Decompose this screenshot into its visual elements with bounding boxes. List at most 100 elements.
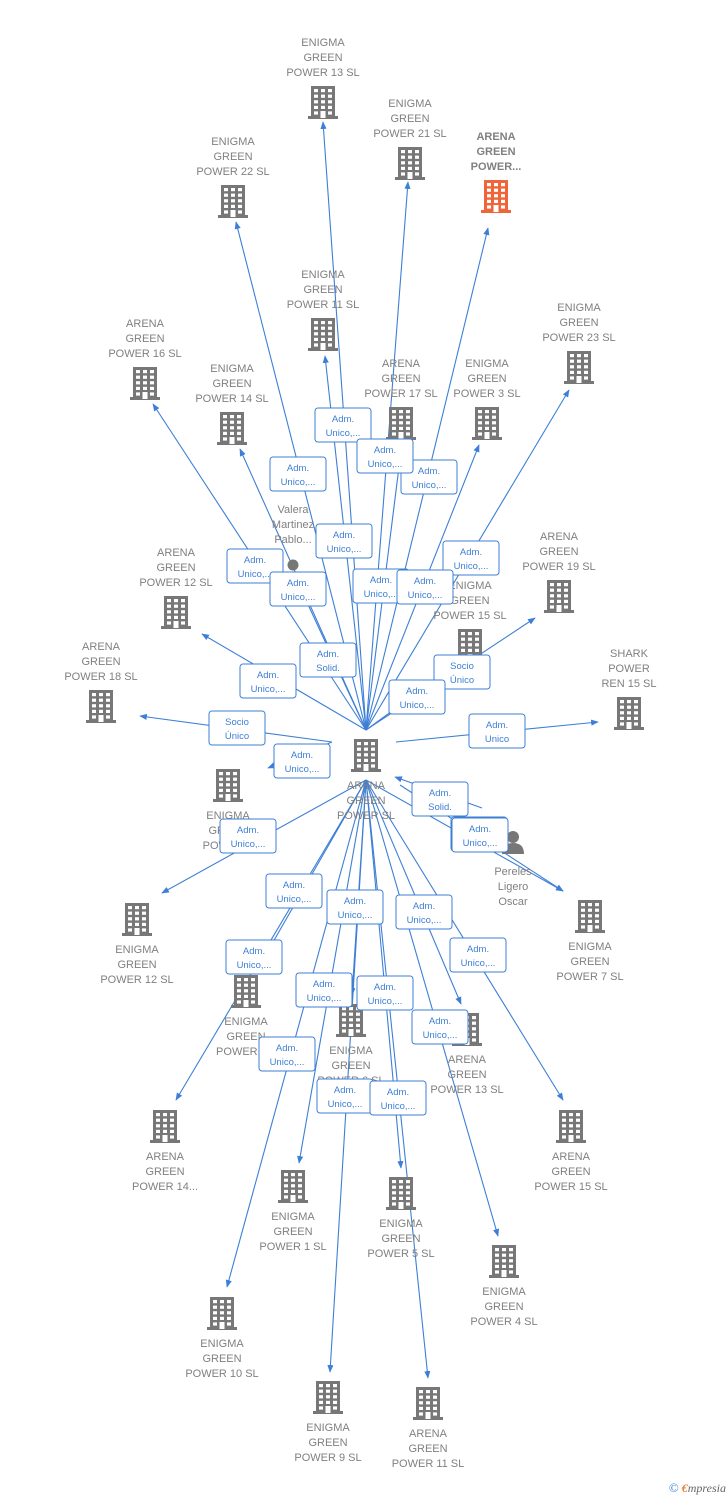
edge-label-adm-unico[interactable]: Adm.Unico,...: [411, 1009, 469, 1045]
building-window: [501, 183, 505, 187]
node-arena-green-power[interactable]: ARENAGREENPOWER...: [471, 131, 522, 213]
building-window: [406, 421, 410, 425]
edge-label-adm-unico[interactable]: Adm.Unico,...: [295, 972, 353, 1008]
edge-label-adm-unico[interactable]: Adm.Unico,...: [356, 975, 414, 1011]
edge-label-adm-unico[interactable]: Adm.Unico,...: [449, 937, 507, 973]
building-window: [163, 1118, 167, 1122]
building-door: [398, 432, 404, 439]
node-label-line: POWER 14...: [132, 1181, 198, 1193]
building-window: [509, 1259, 513, 1263]
edge-label-adm-unico[interactable]: Adm.Unico,...: [316, 1078, 374, 1114]
edge-label-adm-unico[interactable]: Adm.Unico,...: [396, 569, 454, 605]
edge-label-adm-unico[interactable]: Adm.Unico,...: [239, 663, 297, 699]
edge-label-adm-unico[interactable]: Adm.Unico,...: [315, 523, 373, 559]
edge-label-adm-unico[interactable]: Adm.Unico,...: [451, 817, 509, 853]
edge-label-adm-unico[interactable]: Adm.Unico,...: [356, 438, 414, 474]
building-window: [314, 332, 318, 336]
building-window: [291, 1178, 295, 1182]
edge-label-adm-unico[interactable]: Adm.Unico,...: [369, 1080, 427, 1116]
edge-label-adm-unico[interactable]: Adm.Unico,...: [269, 456, 327, 492]
edge-label-text: Unico,...: [328, 1099, 363, 1110]
node-valera-martinez-pablo[interactable]: ValeraMartinezPablo...: [272, 504, 314, 571]
node-label-line: ENIGMA: [301, 269, 345, 281]
edge-label-adm-unico[interactable]: Adm.Unico,...: [226, 548, 284, 584]
edge-label-adm-solid[interactable]: Adm.Solid.: [299, 642, 357, 678]
building-window: [408, 161, 412, 165]
edge-label-text: Adm.: [429, 788, 451, 799]
edge-label-adm-unico[interactable]: Adm.Unico,...: [273, 743, 331, 779]
edge-label-adm-unico[interactable]: Adm.Unico,...: [326, 889, 384, 925]
building-window: [237, 415, 241, 419]
node-label-line: GREEN: [303, 284, 342, 296]
edge-label-text: Adm.: [387, 1087, 409, 1098]
edge-label-text: Unico,...: [327, 544, 362, 555]
building-window: [564, 583, 568, 587]
building-window: [328, 343, 332, 347]
building-door: [320, 343, 326, 350]
building-window: [595, 919, 599, 923]
node-label-line: ENIGMA: [200, 1338, 244, 1350]
edge-label-text: Unico,...: [277, 894, 312, 905]
building-window: [581, 919, 585, 923]
building-window: [128, 906, 132, 910]
building-window: [426, 1395, 430, 1399]
edge-label-adm-unico[interactable]: Adm.Unico,...: [269, 571, 327, 607]
node-label-line: POWER 23 SL: [542, 332, 615, 344]
edge-labels-layer: Adm.Unico,...Adm.Unico,...Adm.Unico,...A…: [208, 407, 526, 1116]
edge-label-adm-solid[interactable]: Adm.Solid.: [411, 781, 469, 817]
edge-label-adm-unico[interactable]: Adm.Unico: [468, 713, 526, 749]
building-window: [167, 604, 171, 608]
edge-label-adm-unico[interactable]: Adm.Unico,...: [219, 818, 277, 854]
edge-label-adm-unico[interactable]: Adm.Unico,...: [388, 679, 446, 715]
edge-label-adm-unico[interactable]: Adm.Unico,...: [395, 894, 453, 930]
edge-label-box: [449, 937, 507, 973]
building-window: [328, 94, 332, 98]
edge-label-adm-unico[interactable]: Adm.Unico,...: [258, 1036, 316, 1072]
edge-label-adm-unico[interactable]: Adm.Unico,...: [225, 939, 283, 975]
edge-label-adm-unico[interactable]: Adm.Unico,...: [400, 459, 458, 495]
building-icon: [556, 1110, 586, 1143]
building-window: [564, 588, 568, 592]
building-window: [170, 1135, 174, 1139]
building-window: [399, 1180, 403, 1184]
edge-label-adm-unico[interactable]: Adm.Unico,...: [442, 540, 500, 576]
building-window: [321, 89, 325, 93]
node-label-line: POWER 13 SL: [286, 67, 359, 79]
edge-label-adm-unico[interactable]: Adm.Unico,...: [265, 873, 323, 909]
building-window: [244, 978, 248, 982]
edge-label-box: [299, 642, 357, 678]
edge-label-adm-unico[interactable]: Adm.Unico,...: [314, 407, 372, 443]
edge-label-box: [356, 438, 414, 474]
edge-label-text: Socio: [450, 661, 474, 672]
building-window: [577, 370, 581, 374]
building-window: [487, 194, 491, 198]
building-window: [472, 1038, 476, 1042]
